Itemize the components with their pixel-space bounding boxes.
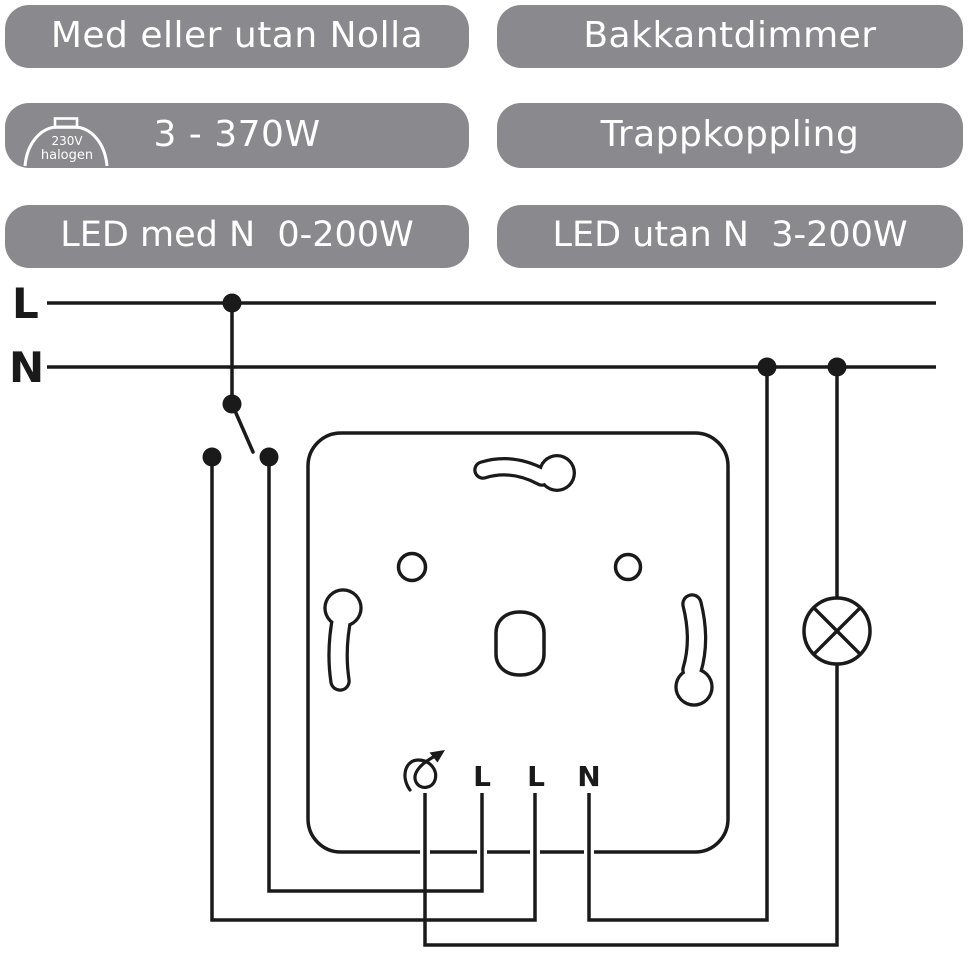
neutral-line-label: N	[9, 343, 44, 392]
spindle-opening	[494, 610, 546, 677]
badge-label: Trappkoppling	[600, 113, 860, 155]
badge-label: LED utan N 3-200W	[552, 215, 908, 255]
halogen-lamp-icon: 230V halogen	[23, 117, 109, 167]
neutral-junction-dot-2	[827, 357, 847, 377]
badge-led-med-n: LED med N 0-200W	[5, 205, 469, 268]
terminal-n-label: N	[577, 760, 600, 793]
badge-bakkantdimmer: Bakkantdimmer	[497, 5, 963, 68]
badge-label: Med eller utan Nolla	[50, 14, 424, 56]
top-keyhole-slot	[473, 454, 576, 492]
wire-output-to-lamp	[423, 664, 839, 947]
badge-label: Bakkantdimmer	[583, 14, 877, 56]
halogen-volt-label: 230V	[51, 134, 83, 148]
switch-contact1-dot	[202, 447, 222, 467]
dimmed-output-icon	[403, 750, 445, 792]
wire-switch-contact2-to-l1	[267, 457, 484, 893]
switch-contact2-dot	[259, 447, 279, 467]
badge-label: 3 - 370W	[153, 113, 321, 155]
terminal-l2-label: L	[527, 760, 545, 793]
terminal-l1-label: L	[473, 760, 491, 793]
right-screw-hole	[613, 552, 643, 582]
badge-label: LED med N 0-200W	[60, 215, 414, 255]
junction-dots	[202, 293, 847, 467]
neutral-junction-dot-1	[757, 357, 777, 377]
right-keyhole-slot	[674, 593, 714, 707]
live-line-label: L	[12, 280, 39, 328]
lamp-symbol	[802, 596, 872, 666]
live-junction-dot	[222, 293, 242, 313]
badge-halogen-wattage: 230V halogen 3 - 370W	[5, 103, 469, 168]
switch-pivot-dot	[222, 394, 242, 414]
left-screw-hole	[396, 551, 428, 583]
badge-led-utan-n: LED utan N 3-200W	[497, 205, 963, 268]
wiring-diagram: L N	[9, 280, 936, 947]
dimmer-back-plate: L L N	[306, 431, 730, 854]
badge-trappkoppling: Trappkoppling	[497, 103, 963, 168]
wire-switch-contact1-to-l2	[210, 457, 537, 922]
plate-outline	[306, 431, 730, 854]
badge-med-eller-utan-nolla: Med eller utan Nolla	[5, 5, 469, 68]
halogen-type-label: halogen	[41, 148, 93, 163]
left-keyhole-slot	[323, 588, 363, 692]
wire-n-terminal-to-neutral	[587, 367, 769, 922]
